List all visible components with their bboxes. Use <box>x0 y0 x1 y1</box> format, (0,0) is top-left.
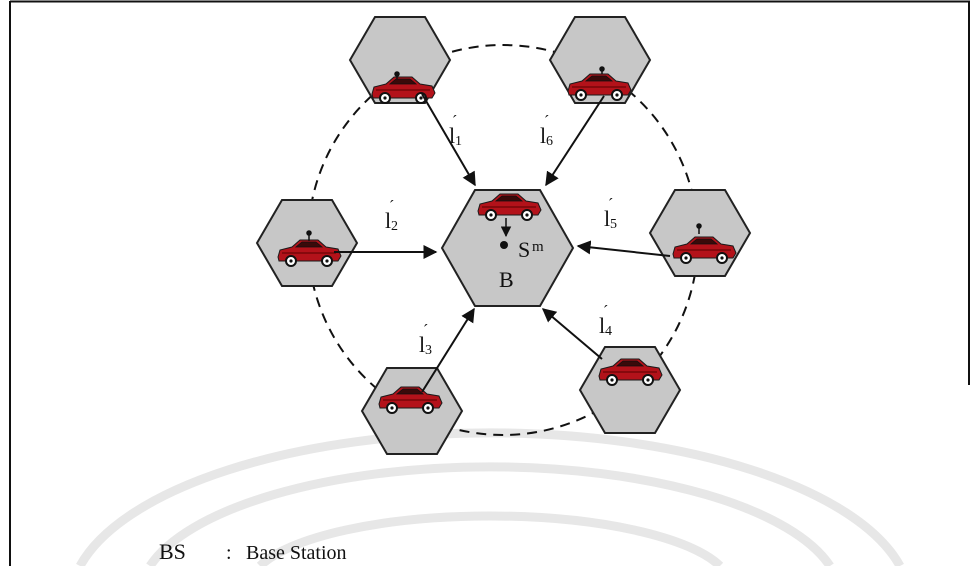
center-dot <box>500 241 508 249</box>
link-label-1: l 1 ´ <box>449 113 462 149</box>
svg-text:´: ´ <box>608 196 613 213</box>
svg-text:1: 1 <box>455 134 462 149</box>
cell-1 <box>348 16 452 104</box>
svg-text:´: ´ <box>423 322 428 339</box>
svg-text:2: 2 <box>391 219 398 234</box>
svg-text:l: l <box>540 123 546 148</box>
cell-4 <box>578 346 682 434</box>
link-arrow-5 <box>576 240 671 257</box>
link-label-3: l 3 ´ <box>419 322 432 358</box>
center-label-bottom: B <box>499 267 514 292</box>
cell-5 <box>648 189 752 277</box>
link-arrow-3 <box>421 307 475 393</box>
svg-text:4: 4 <box>605 324 612 339</box>
center-label-sup: m <box>532 239 544 255</box>
link-label-5: l 5 ´ <box>604 196 617 232</box>
svg-text:l: l <box>604 206 610 231</box>
link-label-4: l 4 ´ <box>599 303 612 339</box>
link-arrow-1 <box>421 93 476 187</box>
svg-text:l: l <box>449 123 455 148</box>
cell-6 <box>548 16 652 104</box>
link-label-2: l 2 ´ <box>385 198 398 234</box>
svg-text:´: ´ <box>603 303 608 320</box>
svg-text:3: 3 <box>425 343 432 358</box>
cell-3 <box>360 367 464 455</box>
legend-meaning: Base Station <box>246 542 347 564</box>
legend-separator: : <box>226 542 232 564</box>
svg-text:´: ´ <box>544 113 549 130</box>
svg-text:´: ´ <box>452 113 457 130</box>
link-label-6: l 6 ´ <box>540 113 553 149</box>
svg-text:5: 5 <box>610 217 617 232</box>
cell-2 <box>255 199 359 287</box>
link-arrows <box>334 93 671 393</box>
watermark <box>76 428 904 566</box>
center-hexagon <box>440 189 575 307</box>
legend-abbr: BS <box>159 539 186 564</box>
svg-text:6: 6 <box>546 134 553 149</box>
svg-text:l: l <box>599 313 605 338</box>
car-antennas <box>306 66 702 241</box>
link-arrow-4 <box>541 308 603 360</box>
link-arrow-6 <box>545 95 605 187</box>
center-label-top: S <box>518 237 530 262</box>
svg-text:l: l <box>385 208 391 233</box>
legend: BS : Base Station <box>159 539 347 564</box>
svg-text:´: ´ <box>389 198 394 215</box>
svg-text:l: l <box>419 332 425 357</box>
